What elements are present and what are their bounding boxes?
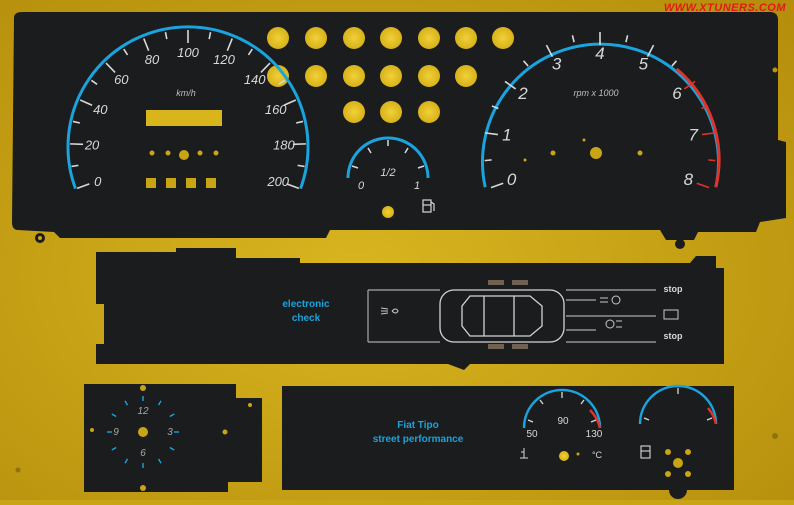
clock-label-3: 3	[167, 427, 173, 438]
dial-label-200: 200	[266, 174, 289, 189]
dial-label-4: 4	[595, 44, 604, 63]
dial-label-7: 7	[688, 126, 698, 145]
clock-label-9: 9	[113, 427, 119, 438]
stop-label-bottom: stop	[664, 331, 684, 341]
watermark: WWW.XTUNERS.COM	[664, 2, 786, 14]
temperature-panel: Fiat Tipo street performance 50 90 130 °…	[282, 386, 734, 499]
dial-label-0: 0	[94, 174, 102, 189]
check-title-line1: electronic	[282, 299, 330, 310]
clock-panel: 12 3 6 9	[84, 384, 262, 492]
dial-minor-tick	[485, 160, 492, 161]
brand-line2: street performance	[373, 434, 464, 445]
fuel-label-empty: 0	[358, 180, 365, 192]
check-title-line2: check	[292, 313, 321, 324]
temp-label-50: 50	[526, 429, 538, 440]
check-panel: electronic check stop stop	[96, 248, 724, 370]
fuel-label-full: 1	[414, 180, 420, 192]
dial-label-60: 60	[114, 72, 129, 87]
odometer-window	[146, 110, 222, 126]
dial-label-160: 160	[265, 102, 287, 117]
dial-label-40: 40	[93, 102, 108, 117]
temp-unit: °C	[592, 450, 603, 460]
dial-label-3: 3	[552, 55, 562, 74]
fuel-label-half: 1/2	[380, 167, 395, 179]
brand-line1: Fiat Tipo	[397, 420, 438, 431]
dial-label-5: 5	[639, 55, 649, 74]
rpm-unit: rpm x 1000	[573, 88, 618, 98]
dial-label-2: 2	[517, 84, 528, 103]
dial-label-0: 0	[507, 170, 517, 189]
dial-label-6: 6	[672, 84, 682, 103]
dial-label-120: 120	[213, 52, 235, 67]
temp-label-90: 90	[557, 416, 569, 427]
dial-label-80: 80	[145, 52, 160, 67]
dial-label-20: 20	[84, 138, 100, 153]
dial-minor-tick	[708, 160, 715, 161]
clock-label-6: 6	[140, 448, 146, 459]
dial-minor-tick	[71, 165, 78, 166]
dial-label-1: 1	[502, 126, 511, 145]
clock-label-12: 12	[137, 406, 149, 417]
speed-unit: km/h	[176, 88, 196, 98]
dial-label-180: 180	[273, 138, 295, 153]
temp-label-130: 130	[586, 429, 603, 440]
dial-minor-tick	[298, 165, 305, 166]
dial-label-140: 140	[244, 72, 266, 87]
stop-label-top: stop	[664, 284, 684, 294]
dial-label-100: 100	[177, 45, 199, 60]
dial-label-8: 8	[684, 170, 694, 189]
